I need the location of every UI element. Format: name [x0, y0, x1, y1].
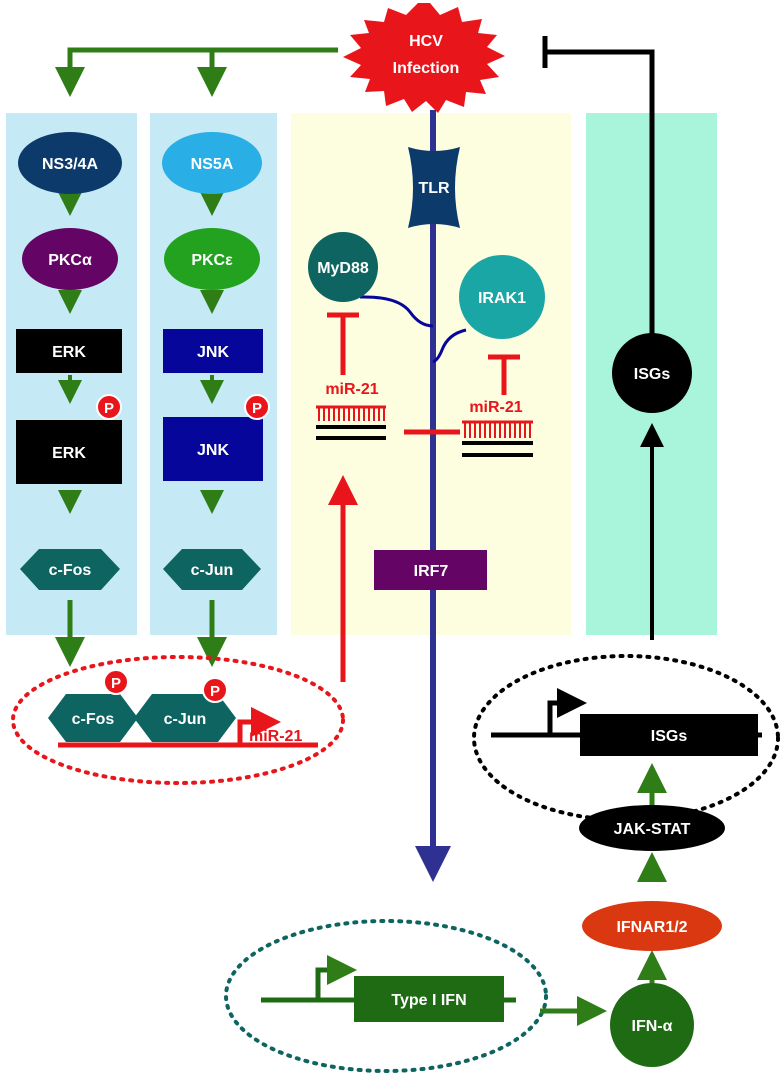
type1ifn-tss-arrow: [315, 955, 357, 1000]
isgs-node: [612, 333, 692, 413]
pkca-node: [22, 228, 118, 290]
jnk-phospho-label: JNK: [197, 442, 229, 459]
myd88-link: [359, 295, 434, 328]
hcv-label-line2: Infection: [393, 60, 460, 77]
isg-inhibits-hcv: [542, 36, 655, 334]
mir21-promoter-outline: [11, 655, 345, 785]
irak1-node: [459, 255, 545, 339]
jnk-node: [163, 329, 263, 373]
mir21-right-duplex: [462, 420, 533, 457]
hcv-output-arrows: [55, 47, 338, 97]
promoter-cfos-node: [48, 694, 138, 742]
myd88-label: MyD88: [317, 260, 369, 277]
column-ns5a: NS5A PKCε JNK JNK P c-Jun: [162, 132, 270, 667]
ifna-label: IFN-α: [632, 1018, 673, 1035]
type1ifn-label: Type I IFN: [391, 992, 466, 1009]
promoter-mir21-label: miR-21: [249, 728, 302, 745]
promoter-cfos-label: c-Fos: [72, 711, 115, 728]
erk-node: [16, 329, 122, 373]
pkca-label: PKCα: [48, 252, 92, 269]
erk-label: ERK: [52, 344, 86, 361]
jakstat-label: JAK-STAT: [614, 821, 691, 838]
isgs-gene-label: ISGs: [651, 728, 688, 745]
mir21-inhibits-irak1: [488, 354, 520, 395]
mir21-right-label: miR-21: [469, 399, 522, 416]
ns5a-label: NS5A: [191, 156, 234, 173]
type1ifn-promoter-outline: [224, 919, 548, 1073]
erk-phospho-node: [16, 420, 122, 484]
promoter-cjun-phospho: [202, 677, 228, 703]
isgs-gene-box: [580, 714, 758, 756]
ifnar-node: [582, 901, 722, 951]
hcv-label-line1: HCV: [409, 33, 443, 50]
promoter-cfos-phospho: [103, 669, 129, 695]
pkce-node: [164, 228, 260, 290]
mir21-inhibits-myd88: [327, 312, 359, 375]
erk-phospho-badge-label: P: [104, 400, 114, 417]
promoter-cfos-phospho-label: P: [111, 675, 121, 692]
promoter-cjun-label: c-Jun: [164, 711, 207, 728]
jnk-phospho-badge: [244, 394, 270, 420]
irf7-node: [374, 550, 487, 590]
isg-pathway: ISGs ISGs JAK-STAT IFNAR1/2 IFN-α: [472, 333, 780, 1067]
promoter-cjun-node: [134, 694, 236, 742]
isg-tss-arrow: [547, 688, 587, 735]
jnk-phospho-node: [163, 417, 263, 481]
ifnar-label: IFNAR1/2: [616, 919, 687, 936]
irak1-link: [432, 328, 467, 364]
cjun-node: [163, 549, 261, 590]
myd88-node: [308, 232, 378, 302]
type1ifn-gene-box: [354, 976, 504, 1022]
mir21-left-duplex: [316, 405, 386, 440]
mir21-left-label: miR-21: [325, 381, 378, 398]
mir21-tss-arrow: [237, 707, 281, 745]
irf7-label: IRF7: [414, 563, 449, 580]
ns34a-node: [18, 132, 122, 194]
irak1-label: IRAK1: [478, 290, 526, 307]
hcv-infection-burst: [343, 3, 505, 113]
pkce-label: PKCε: [191, 252, 233, 269]
ns34a-label: NS3/4A: [42, 156, 98, 173]
ifna-node: [610, 983, 694, 1067]
cjun-label: c-Jun: [191, 562, 234, 579]
tlr-pathway: TLR MyD88 IRAK1 miR-21: [308, 147, 545, 590]
cfos-node: [20, 549, 120, 590]
mir21-promoter: c-Fos c-Jun P P miR-21: [11, 655, 345, 785]
isgs-node-label: ISGs: [634, 366, 671, 383]
type1ifn-promoter: Type I IFN: [224, 919, 607, 1073]
jnk-label: JNK: [197, 344, 229, 361]
jnk-phospho-badge-label: P: [252, 400, 262, 417]
jakstat-node: [579, 805, 725, 851]
tlr-label: TLR: [418, 180, 450, 197]
ns5a-node: [162, 132, 262, 194]
erk-phospho-badge: [96, 394, 122, 420]
erk-phospho-label: ERK: [52, 445, 86, 462]
tlr-node: [408, 147, 460, 228]
column-ns34a: NS3/4A PKCα ERK ERK P c-Fos: [16, 132, 122, 667]
cfos-label: c-Fos: [49, 562, 92, 579]
promoter-cjun-phospho-label: P: [210, 683, 220, 700]
